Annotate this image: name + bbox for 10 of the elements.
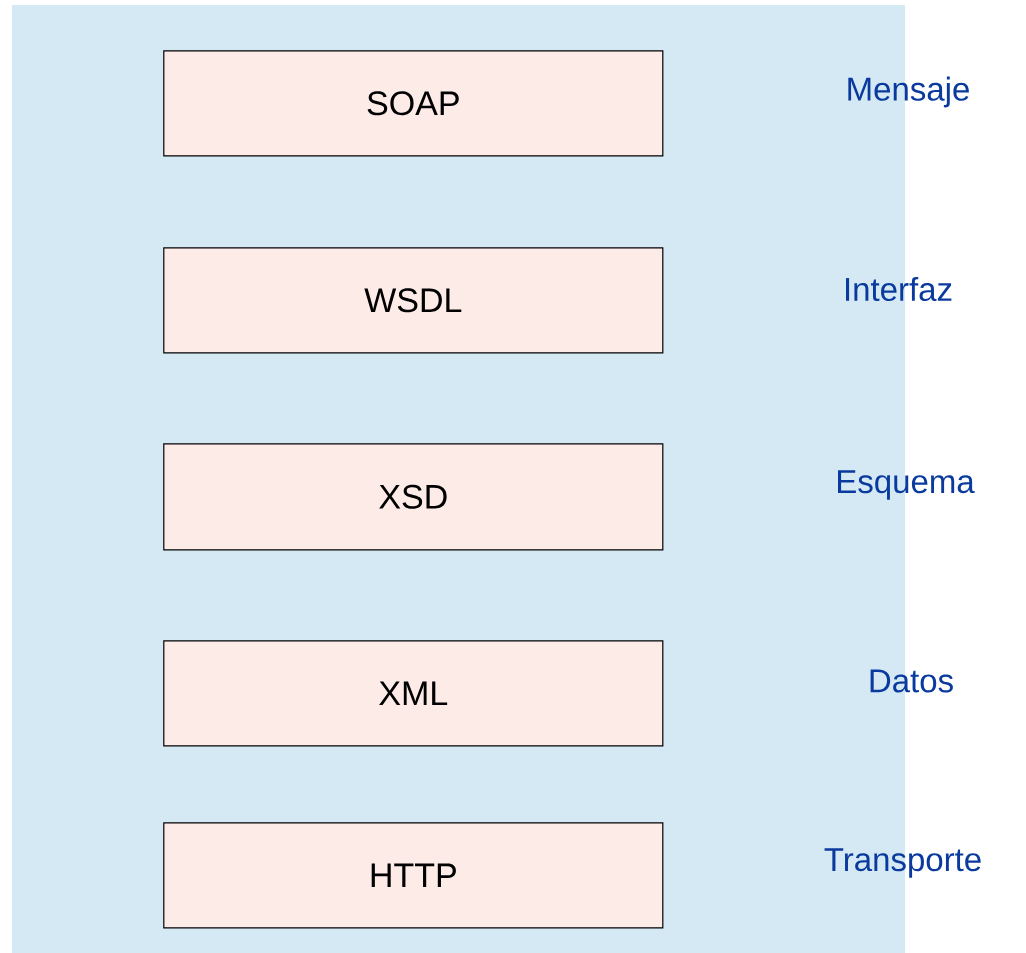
layer-box: XML [163, 640, 664, 747]
layer-label: Interfaz [846, 276, 952, 302]
layer-label: Esquema [838, 470, 975, 500]
layer-box: SOAP [163, 50, 664, 157]
layer-label: Transporte [824, 848, 981, 878]
layer-box: XSD [163, 443, 664, 551]
layer-box: WSDL [163, 247, 664, 354]
layer-label: Datos [870, 669, 953, 693]
layer-box: HTTP [163, 822, 664, 929]
layer-label: Mensaje [848, 76, 969, 108]
